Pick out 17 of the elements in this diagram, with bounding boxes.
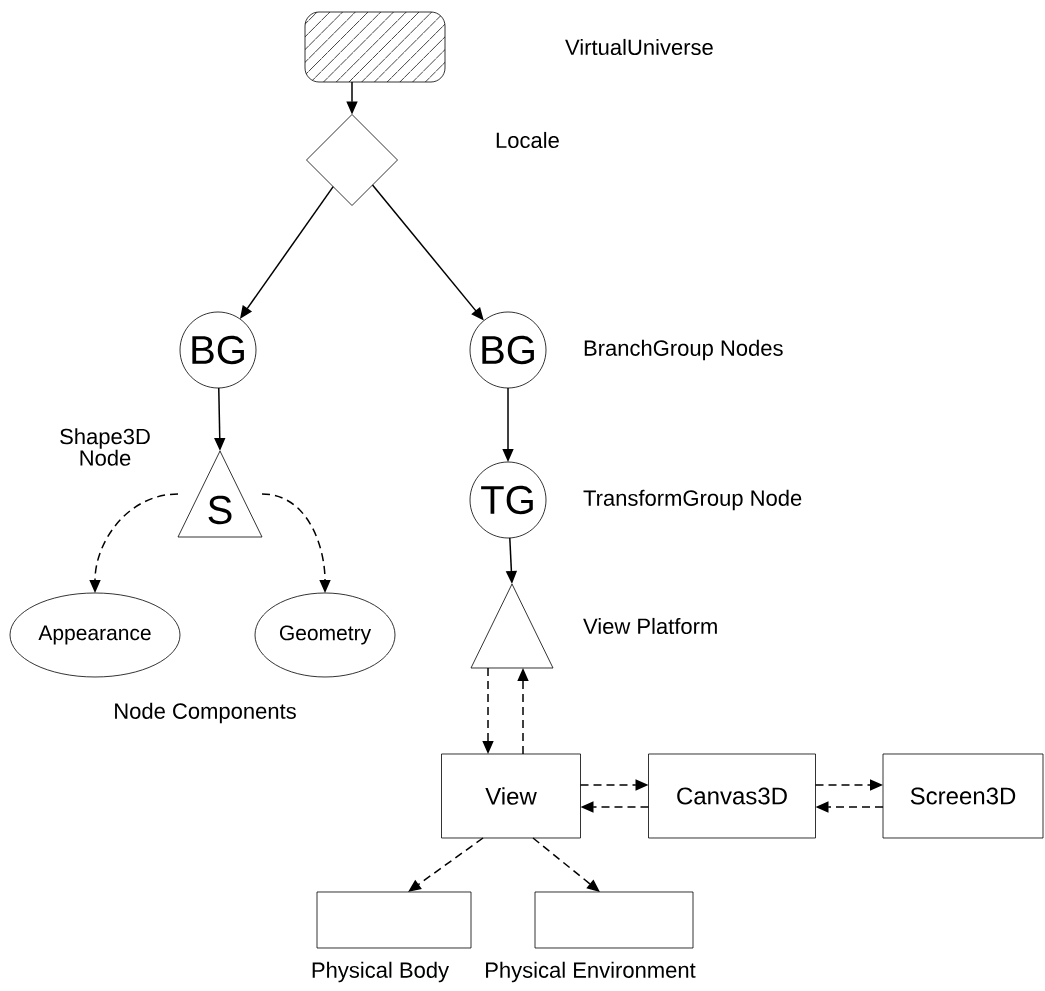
node-label: Physical Body: [312, 961, 449, 983]
object-label: VirtualUniverse: [565, 38, 713, 56]
arrow: [408, 837, 484, 892]
node-label: S: [208, 495, 232, 525]
object-box: Canvas3D: [648, 753, 816, 839]
object-box: View: [441, 753, 581, 839]
node-label: View Platform: [583, 617, 717, 635]
locale-diamond: [306, 114, 398, 206]
node-caption: BranchGroup Nodes: [584, 339, 783, 361]
node-label: Physical Environment: [486, 961, 696, 983]
node-caption: Shape3D Node: [60, 428, 150, 466]
object-box: Screen3D: [882, 753, 1044, 839]
arrow: [532, 837, 600, 892]
node-caption: TransformGroup Node: [583, 489, 802, 511]
group-label: Node Components: [115, 702, 296, 724]
universe-box: [304, 11, 446, 83]
object-label: Locale: [496, 131, 559, 149]
